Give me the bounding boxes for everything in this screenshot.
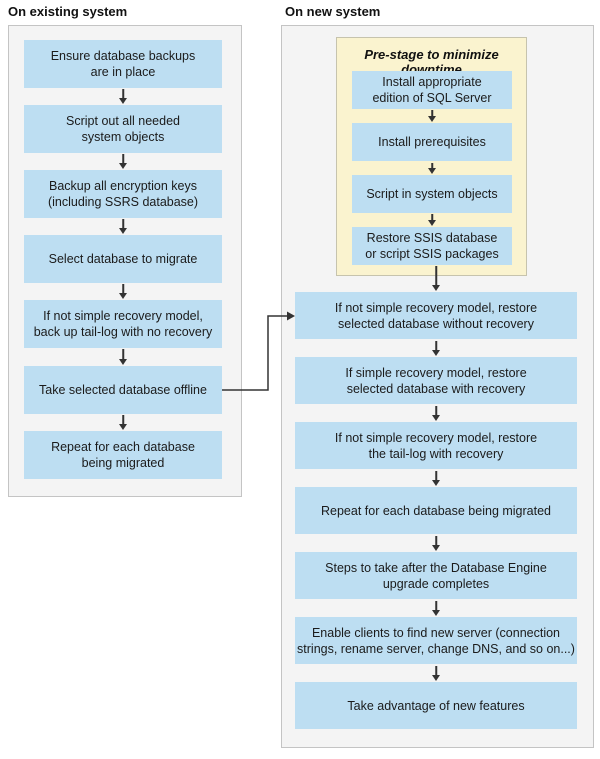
arrow-down-icon: [427, 214, 437, 226]
flow-box: Ensure database backups are in place: [24, 40, 222, 88]
arrow-down-icon: [431, 406, 441, 421]
flow-box: Install appropriate edition of SQL Serve…: [352, 71, 512, 109]
arrow-down-icon: [118, 219, 128, 234]
arrow-down-icon: [118, 415, 128, 430]
arrow-down-icon: [118, 154, 128, 169]
arrow-down-icon: [427, 110, 437, 122]
flow-box: Take selected database offline: [24, 366, 222, 414]
flow-box: Repeat for each database being migrated: [295, 487, 577, 534]
flow-box: If not simple recovery model, restore se…: [295, 292, 577, 339]
arrow-down-icon: [431, 341, 441, 356]
arrow-down-icon: [118, 89, 128, 104]
arrow-down-icon: [431, 471, 441, 486]
arrow-down-icon: [118, 349, 128, 365]
arrow-down-icon: [431, 536, 441, 551]
flow-box: Script out all needed system objects: [24, 105, 222, 153]
flow-box: Enable clients to find new server (conne…: [295, 617, 577, 664]
arrow-down-icon: [118, 284, 128, 299]
flow-box: Take advantage of new features: [295, 682, 577, 729]
flow-box: Backup all encryption keys (including SS…: [24, 170, 222, 218]
flow-box: Install prerequisites: [352, 123, 512, 161]
flow-box: Select database to migrate: [24, 235, 222, 283]
arrow-down-icon: [431, 266, 441, 291]
flow-box: If simple recovery model, restore select…: [295, 357, 577, 404]
new-system-heading: On new system: [285, 4, 381, 19]
arrow-down-icon: [431, 666, 441, 681]
flow-box: Script in system objects: [352, 175, 512, 213]
flow-box: Repeat for each database being migrated: [24, 431, 222, 479]
flow-box: Steps to take after the Database Engine …: [295, 552, 577, 599]
arrow-down-icon: [427, 163, 437, 174]
flow-box: If not simple recovery model, restore th…: [295, 422, 577, 469]
arrow-down-icon: [431, 601, 441, 616]
flow-box: Restore SSIS database or script SSIS pac…: [352, 227, 512, 265]
existing-system-heading: On existing system: [8, 4, 128, 19]
flow-box: If not simple recovery model, back up ta…: [24, 300, 222, 348]
